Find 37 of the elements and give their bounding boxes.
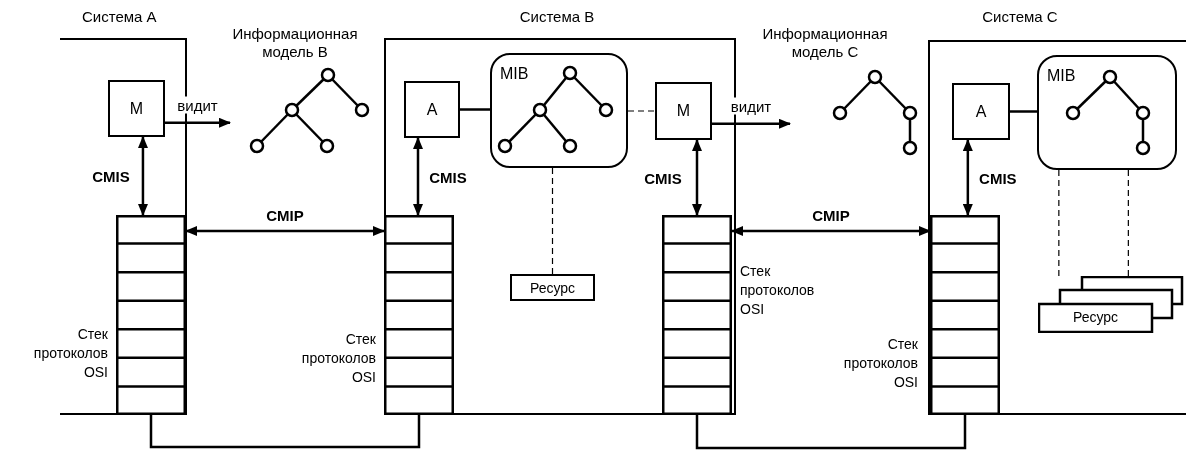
module-box: M (108, 80, 165, 137)
resource-box: Ресурс (510, 274, 595, 301)
model-title: Информационная модель C (761, 25, 889, 61)
edge-label: видит (728, 97, 774, 115)
connector-line (695, 415, 967, 450)
arrow (712, 118, 791, 129)
connector-line (149, 415, 421, 449)
arrow (165, 117, 231, 128)
mib-label: MIB (1047, 67, 1077, 85)
double-arrow (962, 139, 973, 216)
double-arrow (137, 136, 148, 216)
module-box: A (952, 83, 1010, 140)
resource-label: Ресурс (1071, 308, 1120, 326)
mib-panel (1037, 55, 1177, 170)
mib-panel (490, 53, 628, 168)
dashed-line (1127, 169, 1129, 277)
module-box: A (404, 81, 460, 138)
mib-label: MIB (500, 65, 530, 83)
dashed-line (627, 110, 656, 112)
stack-label: Стек протоколов OSI (32, 325, 108, 382)
stack-label: Стек протоколов OSI (740, 262, 816, 319)
double-arrow (692, 139, 702, 216)
stack-label: Стек протоколов OSI (842, 335, 918, 392)
double-arrow (185, 226, 385, 236)
system-title: Система C (981, 8, 1059, 26)
connector-line (460, 108, 490, 111)
system-title: Система A (82, 8, 158, 26)
double-arrow (413, 137, 423, 216)
module-box: M (655, 82, 712, 140)
stack-label: Стек протоколов OSI (300, 330, 376, 387)
model-title: Информационная модель B (231, 25, 359, 61)
system-title: Система B (518, 8, 596, 26)
double-arrow (731, 226, 931, 236)
dashed-line (1058, 169, 1060, 277)
edge-label: видит (175, 96, 220, 114)
dashed-line (551, 167, 554, 275)
connector-line (1010, 110, 1037, 113)
